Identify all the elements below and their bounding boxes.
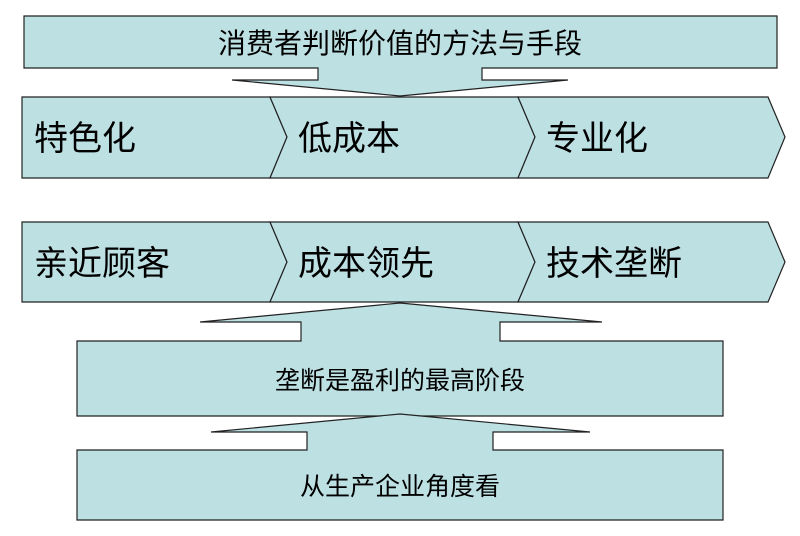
row1-item-3: 专业化 [546, 119, 648, 159]
row1-item-1: 特色化 [34, 119, 136, 159]
bottom-text: 从生产企业角度看 [300, 472, 500, 501]
middle-text: 垄断是盈利的最高阶段 [275, 366, 525, 395]
row2-item-1: 亲近顾客 [34, 244, 170, 284]
chevron-2-3 [517, 221, 786, 303]
title-callout [23, 15, 778, 97]
bottom-callout [76, 413, 724, 521]
row1-item-2: 低成本 [298, 119, 400, 159]
middle-callout [76, 302, 724, 417]
row2-item-3: 技术垄断 [546, 244, 682, 284]
title-text: 消费者判断价值的方法与手段 [218, 27, 582, 60]
chevron-1-3 [517, 96, 786, 179]
row2-item-2: 成本领先 [298, 244, 434, 284]
